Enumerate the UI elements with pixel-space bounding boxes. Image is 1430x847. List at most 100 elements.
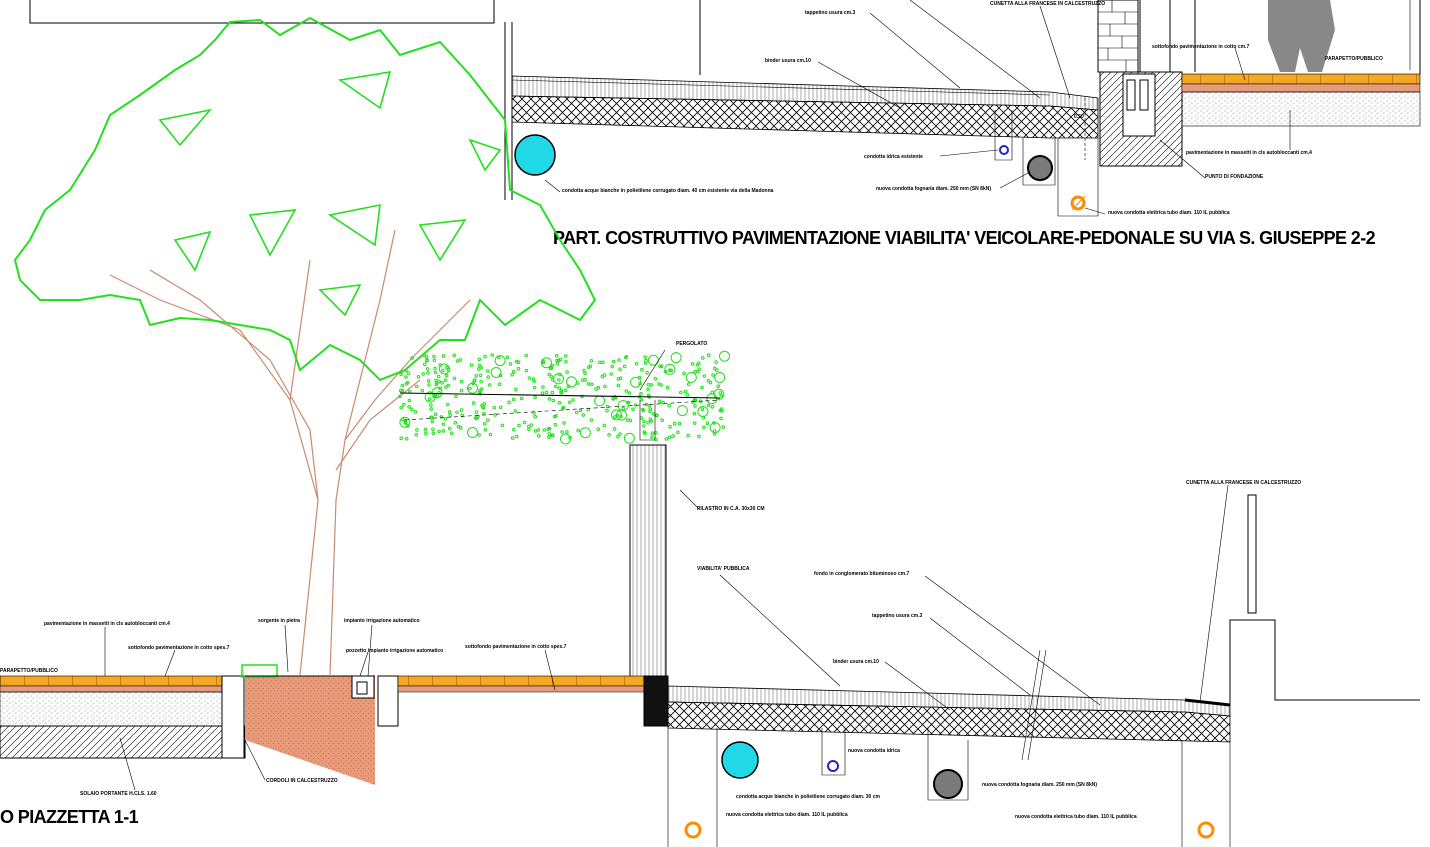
foliage-dot — [626, 400, 630, 405]
foliage-dot — [467, 382, 478, 394]
foliage-dot — [714, 360, 718, 364]
title-frame-fragment — [29, 0, 495, 24]
foliage-dot — [446, 383, 451, 388]
section-2-2-title: PART. COSTRUTTIVO PAVIMENTAZIONE VIABILI… — [553, 228, 1376, 248]
label-cunetta-top: CUNETTA ALLA FRANCESE IN CALCESTRUZZO — [990, 1, 1105, 7]
foliage-dot — [467, 427, 478, 438]
foliage-dot — [602, 373, 607, 377]
foliage-dot — [512, 369, 516, 374]
foliage-dot — [668, 424, 672, 429]
foliage-dot — [480, 403, 484, 408]
foliage-dot — [430, 419, 435, 424]
foliage-dot — [403, 420, 408, 425]
foliage-dot — [413, 410, 418, 414]
foliage-dot — [605, 404, 610, 409]
foliage-dot — [485, 369, 490, 373]
foliage-dot — [719, 393, 724, 398]
foliage-dot — [452, 376, 457, 381]
tree-trunk — [109, 229, 471, 676]
label-pozzetto: pozzetto impianto irrigazione automatico — [346, 648, 443, 654]
foliage-dot — [686, 433, 691, 438]
foliage-dot — [438, 363, 443, 367]
label-sottofondo-top: sottofondo pavimentazione in cotto cm.7 — [1152, 44, 1249, 50]
foliage-dot — [697, 367, 702, 372]
foliage-dot — [482, 411, 486, 416]
foliage-dot — [622, 364, 627, 369]
foliage-dot — [441, 368, 445, 373]
label-cordoli: CORDOLI IN CALCESTRUZZO — [266, 778, 338, 784]
foliage-dot — [547, 426, 552, 431]
foliage-dot — [710, 390, 715, 395]
tree-canopy — [13, 16, 597, 382]
foliage-dot — [445, 402, 450, 407]
foliage-dot — [426, 371, 430, 375]
foliage-dot — [564, 359, 568, 364]
foliage-dot — [487, 383, 492, 387]
foliage-dot — [498, 405, 503, 410]
foliage-dot — [524, 353, 529, 358]
foliage-dot — [549, 366, 554, 371]
foliage-dot — [483, 428, 488, 432]
foliage-dot — [617, 358, 621, 362]
foliage-dot — [641, 408, 646, 413]
foliage-dot — [658, 399, 662, 404]
foliage-dot — [490, 353, 495, 357]
label-parapetto-bottom: PARAPETTO/PUBBLICO — [0, 668, 58, 674]
foliage-dot — [701, 415, 706, 420]
foliage-dot — [429, 403, 433, 407]
foliage-dot — [713, 388, 725, 400]
foliage-dot — [404, 437, 409, 441]
foliage-dot — [693, 404, 697, 408]
foliage-dot — [667, 435, 672, 440]
foliage-dot — [628, 418, 633, 423]
foliage-dot — [559, 388, 564, 393]
grey-pipe-top — [1027, 155, 1053, 181]
foliage-dot — [598, 360, 602, 365]
foliage-dot — [478, 388, 482, 393]
foliage-dot — [642, 424, 646, 428]
foliage-dot — [448, 426, 452, 431]
foliage-dot — [400, 388, 405, 393]
foliage-dot — [615, 413, 620, 418]
foliage-dot — [434, 378, 438, 383]
foliage-dot — [533, 415, 538, 419]
foliage-dot — [431, 431, 436, 436]
foliage-dot — [474, 374, 479, 378]
foliage-dot — [508, 362, 513, 366]
foliage-dot — [676, 430, 680, 435]
foliage-dot — [646, 383, 651, 387]
foliage-dot — [416, 375, 421, 379]
foliage-dot — [542, 428, 547, 432]
foliage-dot — [676, 405, 688, 417]
foliage-dot — [613, 415, 617, 419]
foliage-dot — [561, 405, 566, 410]
foliage-dot — [711, 373, 715, 377]
foliage-dot — [549, 374, 553, 379]
foliage-dot — [444, 385, 448, 389]
foliage-dot — [557, 378, 561, 382]
foliage-dot — [513, 409, 518, 413]
foliage-dot — [547, 435, 551, 440]
foliage-dot — [610, 364, 615, 369]
foliage-dot — [690, 362, 695, 366]
foliage-dot — [444, 373, 449, 378]
label-idrica-top: condotta idrica esistente — [864, 154, 923, 160]
foliage-dot — [410, 356, 415, 360]
foliage-dot — [713, 366, 717, 371]
foliage-dot — [559, 390, 564, 395]
foliage-dot — [601, 360, 605, 365]
foliage-dot — [700, 385, 704, 390]
label-sottofondo-bottom: sottofondo pavimentazione in cotto spes.… — [128, 645, 230, 651]
foliage-dot — [706, 379, 711, 383]
foliage-dot — [406, 371, 411, 375]
blue-pipe-bottom — [827, 760, 839, 772]
foliage-dot — [468, 386, 472, 391]
foliage-dot — [566, 384, 571, 389]
foliage-dot — [618, 376, 623, 381]
foliage-dot — [648, 409, 652, 414]
label-cunetta-bottom: CUNETTA ALLA FRANCESE IN CALCESTRUZZO — [1186, 480, 1301, 486]
tree — [13, 16, 597, 676]
label-tappetino-bottom: tappetino usura cm.3 — [872, 613, 923, 619]
foliage-dot — [646, 420, 650, 425]
foliage-dot — [557, 386, 562, 390]
